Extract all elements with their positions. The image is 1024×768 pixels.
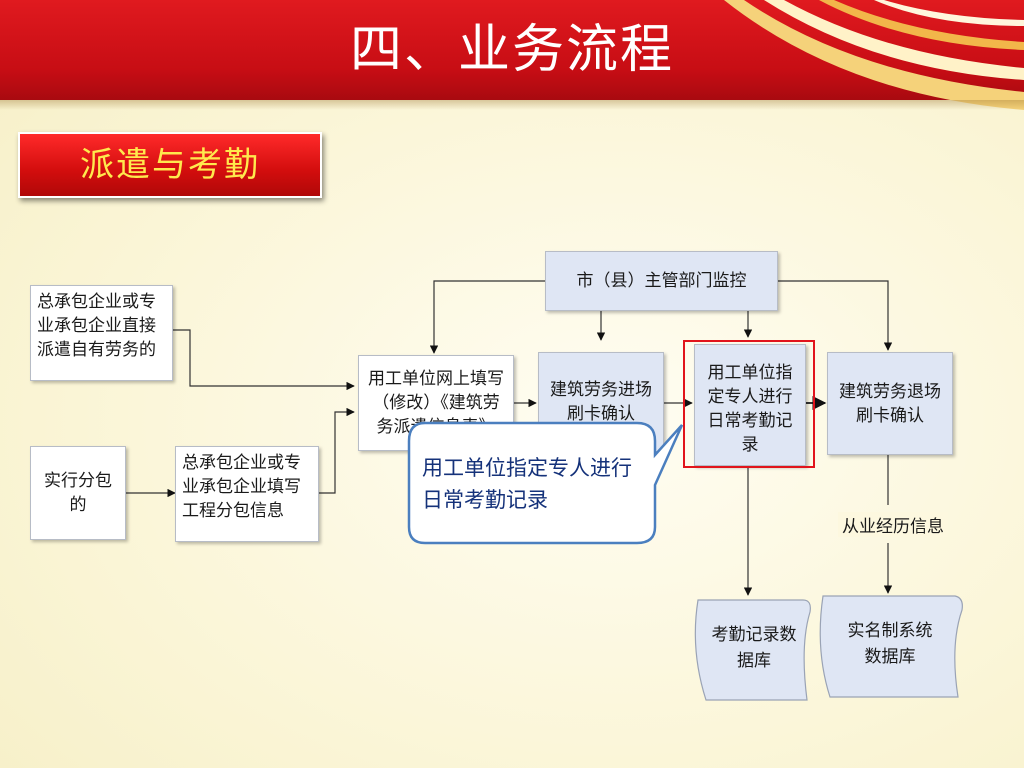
edge-label-history: 从业经历信息 xyxy=(838,512,948,537)
node-label: 总承包企业或专业承包企业填写工程分包信息 xyxy=(182,453,301,521)
node-label: 用工单位指定专人进行日常考勤记录 xyxy=(707,363,793,455)
edge-direct-to-fill xyxy=(173,329,355,391)
node-general-fill-info: 总承包企业或专业承包企业填写工程分包信息 xyxy=(175,446,319,542)
slide-header: 四、业务流程 xyxy=(0,0,1024,110)
header-shadow xyxy=(0,100,1024,110)
node-general-contract-direct: 总承包企业或专业承包企业直接派遣自有劳务的 xyxy=(30,285,173,381)
edge-monitor-right xyxy=(778,280,893,351)
node-label: 市（县）主管部门监控 xyxy=(576,271,747,291)
node-label: 总承包企业或专业承包企业直接派遣自有劳务的 xyxy=(37,292,156,360)
node-subcontract: 实行分包的 xyxy=(30,446,126,540)
node-employer-attendance: 用工单位指定专人进行日常考勤记录 xyxy=(694,344,806,466)
highlight-frame xyxy=(683,340,815,468)
attendance-db-shape xyxy=(694,599,811,701)
node-authority-monitor: 市（县）主管部门监控 xyxy=(545,251,778,311)
section-tag: 派遣与考勤 xyxy=(18,132,322,198)
slide-title: 四、业务流程 xyxy=(349,20,674,80)
edge-monitor-left xyxy=(429,280,545,354)
realname-db-label: 实名制系统数据库 xyxy=(847,621,933,667)
callout-text: 用工单位指定专人进行日常考勤记录 xyxy=(422,456,632,512)
realname-db-shape xyxy=(819,595,963,698)
node-worker-exit-card: 建筑劳务退场刷卡确认 xyxy=(827,352,953,455)
node-label: 建筑劳务进场刷卡确认 xyxy=(550,380,652,424)
node-label: 实行分包的 xyxy=(44,471,112,515)
edge-info-to-fill xyxy=(319,407,355,494)
node-label: 建筑劳务退场刷卡确认 xyxy=(839,381,941,426)
header-swoosh-decoration xyxy=(724,0,1024,110)
attendance-db-label: 考勤记录数据库 xyxy=(711,625,797,671)
callout-bubble xyxy=(407,421,684,545)
